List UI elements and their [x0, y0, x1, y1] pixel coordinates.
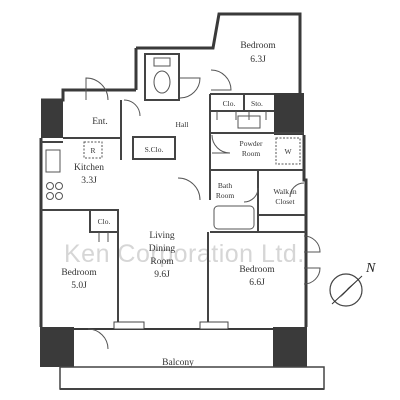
door-living — [177, 177, 201, 201]
label-kitchen: Kitchen — [74, 163, 104, 173]
stove-burner-icon — [46, 192, 54, 200]
wall-sclo — [132, 136, 176, 160]
door-bedroom-left — [87, 328, 109, 350]
label-wic-line1: Walk in — [273, 187, 297, 196]
window-left-bedroom — [113, 321, 145, 330]
wall-entry-top — [41, 88, 136, 102]
wall-toilet — [144, 53, 180, 101]
label-bedroom-right-size: 6.6J — [249, 278, 265, 288]
label-bath-line2: Room — [216, 191, 235, 200]
doors — [85, 69, 321, 350]
pillar-top-right — [274, 93, 304, 135]
label-storage: Sto. — [251, 99, 263, 108]
label-ldk-size: 9.6J — [154, 270, 170, 280]
fixtures — [45, 57, 301, 230]
powder-sink-icon — [237, 115, 261, 129]
label-bedroom-top: Bedroom — [240, 41, 276, 51]
label-powder-line2: Room — [242, 149, 261, 158]
window-living — [199, 321, 229, 330]
label-closet-top: Clo. — [223, 99, 236, 108]
watermark-text: Ken Corporation Ltd. — [64, 240, 305, 268]
bathtub-icon — [213, 205, 255, 230]
interior-walls — [41, 53, 306, 329]
label-bedroom-top-size: 6.3J — [250, 55, 266, 65]
kitchen-sink-icon — [45, 149, 61, 173]
door-hall — [123, 99, 141, 117]
label-bedroom-left: Bedroom — [61, 268, 97, 278]
door-wic — [289, 182, 305, 198]
pillar-bottom-right — [273, 327, 307, 367]
room-labels: Bedroom 6.3J Clo. Sto. Ent. Hall S.Clo. … — [61, 41, 297, 368]
label-refrigerator: R — [90, 146, 95, 155]
label-ldk-line1: Living — [149, 231, 175, 241]
door-bedroom-right-2 — [303, 267, 321, 285]
label-bedroom-right: Bedroom — [239, 265, 275, 275]
compass: N — [329, 261, 376, 307]
pillar-bottom-left — [40, 327, 74, 367]
door-powder — [211, 134, 231, 154]
label-ldk-line2: Dining — [149, 244, 176, 254]
wall-clo-left — [89, 209, 119, 233]
toilet-tank — [153, 57, 171, 67]
pillars — [40, 93, 307, 367]
door-toilet — [179, 77, 201, 99]
compass-ring — [329, 273, 363, 307]
label-kitchen-size: 3.3J — [81, 176, 97, 186]
compass-needle — [331, 275, 363, 305]
label-entrance: Ent. — [92, 117, 108, 127]
label-ldk-line3: Room — [150, 257, 174, 267]
label-closet-left: Clo. — [98, 217, 111, 226]
label-powder-line1: Powder — [240, 139, 263, 148]
stove-burner-icon — [55, 192, 63, 200]
wall-right — [302, 135, 308, 327]
balcony-outline — [59, 366, 325, 390]
stove-burner-icon — [55, 182, 63, 190]
washer-box — [275, 137, 301, 165]
balcony-area — [59, 321, 325, 390]
door-entrance — [85, 77, 109, 101]
door-clo-left — [98, 232, 109, 242]
label-washer: W — [284, 147, 292, 156]
label-balcony: Balcony — [162, 358, 194, 368]
door-bath — [243, 187, 259, 203]
label-hall: Hall — [176, 120, 189, 129]
label-bedroom-left-size: 5.0J — [71, 281, 87, 291]
door-bedroom-right-1 — [303, 235, 321, 253]
outer-walls — [39, 12, 308, 330]
label-shoe-closet: S.Clo. — [145, 145, 164, 154]
pillar-left-upper — [41, 100, 63, 138]
refrigerator-box — [83, 141, 103, 159]
toilet-icon — [153, 70, 171, 94]
label-bath-line1: Bath — [218, 181, 232, 190]
compass-north-label: N — [365, 261, 376, 276]
door-clo-top — [216, 111, 237, 120]
label-wic-line2: Closet — [275, 197, 295, 206]
stove-burner-icon — [46, 182, 54, 190]
door-bedroom-top — [210, 69, 232, 91]
wall-top — [136, 12, 302, 93]
